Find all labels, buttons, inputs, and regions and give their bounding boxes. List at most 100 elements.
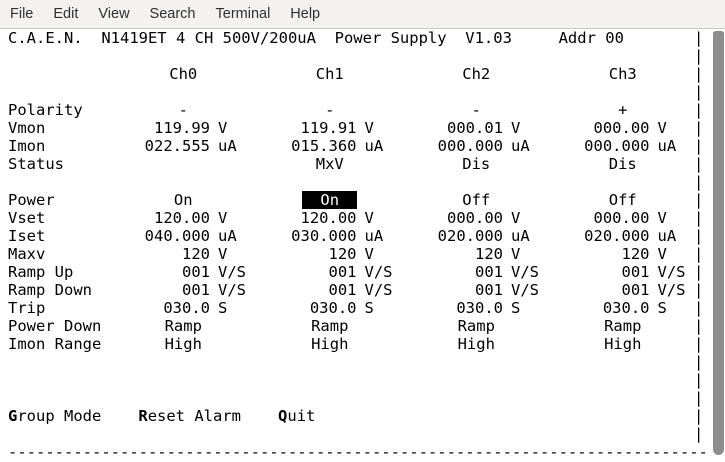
menu-edit[interactable]: Edit bbox=[53, 6, 79, 22]
terminal-screen[interactable]: C.A.E.N. N1419ET 4 CH 500V/200uA Power S… bbox=[0, 29, 710, 461]
imon-ch3-unit: uA bbox=[657, 137, 677, 155]
command-quit[interactable]: Quit bbox=[278, 407, 315, 425]
vset-ch0-unit: V bbox=[218, 209, 228, 227]
imon-ch0-value: 022.555 bbox=[144, 137, 210, 155]
power-down-ch1[interactable]: Ramp bbox=[257, 317, 404, 335]
row-label: Vmon bbox=[8, 119, 46, 137]
ramp-down-ch1-unit: V/S bbox=[364, 281, 393, 299]
command-label-rest: eset Alarm bbox=[147, 407, 242, 425]
command-reset-alarm[interactable]: Reset Alarm bbox=[138, 407, 241, 425]
channel-header-0: Ch0 bbox=[169, 65, 198, 83]
trip-ch1[interactable]: 030.0 S bbox=[257, 299, 404, 317]
power-ch3[interactable]: Off bbox=[550, 191, 697, 209]
scrollbar-thumb[interactable] bbox=[713, 31, 724, 455]
power-down-ch3[interactable]: Ramp bbox=[550, 317, 697, 335]
imon-range-ch0[interactable]: High bbox=[110, 335, 257, 353]
power-ch0[interactable]: On bbox=[110, 191, 257, 209]
vset-ch1-value: 120.00 bbox=[300, 209, 357, 227]
menu-help[interactable]: Help bbox=[290, 6, 321, 22]
title-line: C.A.E.N. N1419ET 4 CH 500V/200uA Power S… bbox=[8, 29, 624, 47]
power-ch2[interactable]: Off bbox=[403, 191, 550, 209]
vmon-ch0-unit: V bbox=[218, 119, 228, 137]
maxv-ch3[interactable]: 120 V bbox=[550, 245, 697, 263]
row-label: Vset bbox=[8, 209, 46, 227]
trip-ch1-unit: S bbox=[364, 299, 374, 317]
channel-header-2: Ch2 bbox=[462, 65, 491, 83]
vset-ch0[interactable]: 120.00 V bbox=[110, 209, 257, 227]
vset-ch1[interactable]: 120.00 V bbox=[257, 209, 404, 227]
status-ch2: Dis bbox=[403, 155, 550, 173]
imon-range-ch2[interactable]: High bbox=[403, 335, 550, 353]
command-group-mode[interactable]: Group Mode bbox=[8, 407, 101, 425]
command-label-rest: uit bbox=[287, 407, 316, 425]
row-label: Ramp Down bbox=[8, 281, 92, 299]
imon-range-ch3[interactable]: High bbox=[550, 335, 697, 353]
iset-ch1-value: 030.000 bbox=[291, 227, 357, 245]
ramp-up-ch2-unit: V/S bbox=[511, 263, 539, 281]
row-label: Ramp Up bbox=[8, 263, 74, 281]
imon-range-ch1[interactable]: High bbox=[257, 335, 404, 353]
power-ch1[interactable]: On bbox=[257, 191, 404, 209]
power-down-ch0[interactable]: Ramp bbox=[110, 317, 257, 335]
trip-ch3-unit: S bbox=[657, 299, 667, 317]
menu-file[interactable]: File bbox=[10, 6, 34, 22]
iset-ch3-unit: uA bbox=[657, 227, 677, 245]
maxv-ch3-value: 120 bbox=[621, 245, 650, 263]
power-down-ch3-value: Ramp bbox=[604, 317, 642, 335]
vset-ch0-value: 120.00 bbox=[154, 209, 210, 227]
menu-view[interactable]: View bbox=[98, 6, 130, 22]
power-down-ch2[interactable]: Ramp bbox=[403, 317, 550, 335]
iset-ch1[interactable]: 030.000 uA bbox=[257, 227, 404, 245]
vset-ch3-value: 000.00 bbox=[593, 209, 650, 227]
menu-terminal[interactable]: Terminal bbox=[215, 6, 271, 22]
vmon-ch2-value: 000.01 bbox=[447, 119, 503, 137]
power-down-ch0-value: Ramp bbox=[164, 317, 202, 335]
vset-ch2-unit: V bbox=[511, 209, 521, 227]
trip-ch1-value: 030.0 bbox=[309, 299, 357, 317]
vset-ch2-value: 000.00 bbox=[447, 209, 503, 227]
iset-ch1-unit: uA bbox=[364, 227, 384, 245]
menu-search[interactable]: Search bbox=[149, 6, 196, 22]
maxv-ch1-unit: V bbox=[364, 245, 374, 263]
menu-bar: File Edit View Search Terminal Help bbox=[0, 0, 725, 29]
vset-ch2[interactable]: 000.00 V bbox=[403, 209, 550, 227]
maxv-ch2-unit: V bbox=[511, 245, 521, 263]
iset-ch2-unit: uA bbox=[511, 227, 530, 245]
ramp-down-ch3-value: 001 bbox=[621, 281, 650, 299]
vset-ch1-unit: V bbox=[364, 209, 374, 227]
maxv-ch3-unit: V bbox=[657, 245, 667, 263]
maxv-ch0-value: 120 bbox=[182, 245, 210, 263]
ramp-down-ch0-value: 001 bbox=[182, 281, 210, 299]
row-label: Power Down bbox=[8, 317, 102, 335]
